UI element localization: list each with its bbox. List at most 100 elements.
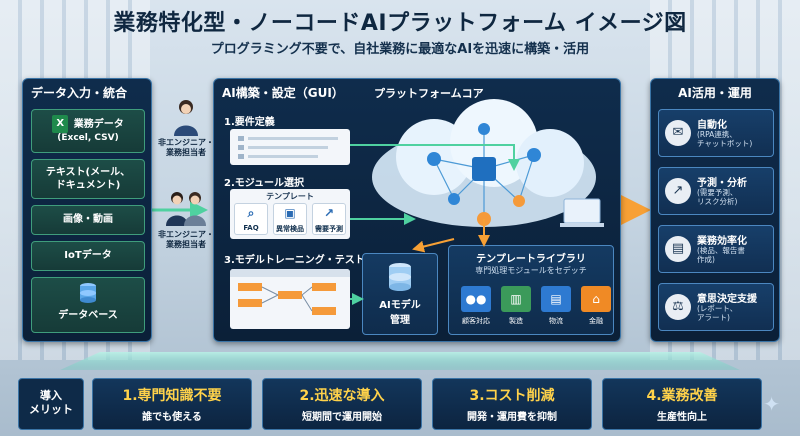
page-title: 業務特化型・ノーコードAIプラットフォーム イメージ図 (113, 11, 687, 36)
input-item-label: 画像・動画 (63, 214, 113, 225)
ai-build-title: AI構築・設定（GUI） (222, 86, 344, 100)
platform-core-title: プラットフォームコア (374, 87, 484, 100)
ai-model-label: 管理 (390, 315, 410, 326)
merit-desc: 生産性向上 (657, 412, 707, 423)
checklist-icon (238, 136, 338, 159)
input-item-sub: ドキュメント) (55, 180, 121, 191)
database-icon (80, 283, 96, 303)
page-subtitle: プログラミング不要で、自社業務に最適なAIを迅速に構築・活用 (210, 42, 590, 57)
data-input-panel: データ入力・統合 X 業務データ (Excel, CSV) テキスト(メール、 … (22, 78, 152, 342)
merit-cost-reduction: 3.コスト削減 開発・運用費を抑制 (432, 378, 592, 430)
build-flow-arrows (350, 144, 520, 305)
input-item-business-data: X 業務データ (Excel, CSV) (31, 109, 145, 153)
use-item-desc: (検品、報告書 作成) (697, 246, 773, 265)
ai-model-management[interactable]: AIモデル 管理 (362, 253, 438, 335)
template-card[interactable]: テンプレート ⌕ FAQ ▣ 異常検品 ↗ 需要予測 (230, 189, 350, 239)
use-item-desc-line: アラート) (697, 313, 730, 323)
input-item-label: 業務データ (73, 119, 124, 130)
truck-icon[interactable]: ▤ (541, 286, 571, 312)
use-item-desc-line: リスク分析) (697, 197, 738, 207)
step-model-training: 3.モデルトレーニング・テスト (224, 255, 365, 266)
person-label-line: 非エンジニア・ (158, 230, 214, 239)
template-forecast[interactable]: ↗ 需要予測 (312, 203, 346, 235)
merits-label-line: メリット (29, 403, 73, 417)
merit-desc: 短期間で運用開始 (302, 412, 382, 423)
scale-icon: ⚖ (665, 294, 691, 320)
training-flow-card (230, 269, 350, 329)
merit-business-improvement: 4.業務改善 生産性向上 (602, 378, 762, 430)
template-library[interactable]: テンプレートライブラリ 専門処理モジュールをセデッチ ●● ▥ ▤ ⌂ 顧客対応… (448, 245, 614, 335)
template-library-sub: 専門処理モジュールをセデッチ (475, 266, 587, 275)
model-database-icon (389, 263, 411, 291)
person-icon (174, 100, 198, 136)
library-label-manufacturing: 製造 (509, 317, 523, 325)
use-item-desc-line: (需要予測、 (697, 188, 738, 197)
input-item-label: テキスト(メール、 (45, 167, 131, 178)
merit-no-expertise: 1.専門知識不要 誰でも使える (92, 378, 252, 430)
step-requirements: 1.要件定義 (224, 117, 275, 128)
template-label: 需要予測 (315, 225, 343, 233)
team-icon (166, 192, 206, 226)
library-label-logistics: 物流 (549, 317, 563, 325)
flowchart-icon (230, 269, 350, 315)
template-anomaly[interactable]: ▣ 異常検品 (273, 203, 307, 235)
use-item-desc: (需要予測、 リスク分析) (697, 188, 773, 207)
use-item-decision[interactable]: ⚖ 意思決定支援 (レポート、 アラート) (658, 283, 774, 331)
factory-icon[interactable]: ▥ (501, 286, 531, 312)
person-label-line: 非エンジニア・ (158, 138, 214, 147)
use-item-desc-line: 作成) (697, 255, 715, 265)
input-item-sub: (Excel, CSV) (57, 133, 119, 143)
person-label: 非エンジニア・ 業務担当者 (152, 138, 220, 157)
use-item-automation[interactable]: ✉ 自動化 (RPA連携、 チャットボット) (658, 109, 774, 157)
template-card-title: テンプレート (266, 192, 314, 201)
use-item-title: 業務効率化 (697, 236, 747, 247)
use-item-forecast[interactable]: ↗ 予測・分析 (需要予測、 リスク分析) (658, 167, 774, 215)
input-item-label: IoTデータ (64, 250, 112, 261)
use-item-efficiency[interactable]: ▤ 業務効率化 (検品、報告書 作成) (658, 225, 774, 273)
excel-icon: X (52, 115, 69, 133)
bottom-glow-band (60, 352, 740, 370)
document-icon: ▤ (665, 236, 691, 262)
library-label-customer: 顧客対応 (462, 317, 490, 325)
use-item-desc-line: (検品、報告書 (697, 246, 745, 255)
ai-build-panel: AI構築・設定（GUI） 1.要件定義 2.モジュール選択 テンプレート ⌕ F… (213, 78, 621, 342)
template-faq[interactable]: ⌕ FAQ (234, 203, 268, 235)
input-item-iot: IoTデータ (31, 241, 145, 271)
merit-desc: 開発・運用費を抑制 (467, 412, 557, 423)
sparkle-icon: ✦ (763, 392, 780, 416)
use-item-desc-line: (RPA連携、 (697, 130, 737, 139)
use-item-title: 自動化 (697, 120, 727, 131)
customer-support-icon[interactable]: ●● (461, 286, 491, 312)
input-item-label: データベース (58, 310, 118, 321)
merits-label: 導入 メリット (18, 378, 84, 430)
bank-icon[interactable]: ⌂ (581, 286, 611, 312)
merit-desc: 誰でも使える (142, 412, 202, 423)
cloud-network-icon (372, 99, 604, 227)
person-label-line: 業務担当者 (166, 147, 206, 157)
template-label: 異常検品 (276, 225, 304, 233)
ai-model-label: AIモデル (379, 300, 421, 311)
search-icon: ⌕ (247, 206, 255, 220)
merit-title: 3.コスト削減 (469, 388, 555, 404)
template-library-title: テンプレートライブラリ (476, 254, 586, 265)
data-input-title: データ入力・統合 (31, 86, 128, 100)
person-label-line: 業務担当者 (166, 239, 206, 249)
input-item-image-video: 画像・動画 (31, 205, 145, 235)
ai-use-panel: AI活用・運用 ✉ 自動化 (RPA連携、 チャットボット) ↗ 予測・分析 (… (650, 78, 780, 342)
inspection-icon: ▣ (284, 206, 296, 220)
use-item-desc-line: (レポート、 (697, 304, 738, 313)
use-item-desc: (レポート、 アラート) (697, 304, 773, 323)
merits-label-line: 導入 (40, 389, 62, 402)
use-item-title: 予測・分析 (697, 178, 747, 189)
use-item-desc: (RPA連携、 チャットボット) (697, 130, 773, 149)
chart-icon: ↗ (665, 178, 691, 204)
requirements-document (230, 129, 350, 165)
merit-title: 4.業務改善 (646, 388, 718, 404)
step-module-select: 2.モジュール選択 (224, 178, 305, 189)
person-label: 非エンジニア・ 業務担当者 (152, 230, 220, 249)
library-label-finance: 金融 (589, 317, 603, 325)
merit-fast-deploy: 2.迅速な導入 短期間で運用開始 (262, 378, 422, 430)
merit-title: 2.迅速な導入 (299, 388, 385, 404)
template-label: FAQ (243, 224, 259, 232)
